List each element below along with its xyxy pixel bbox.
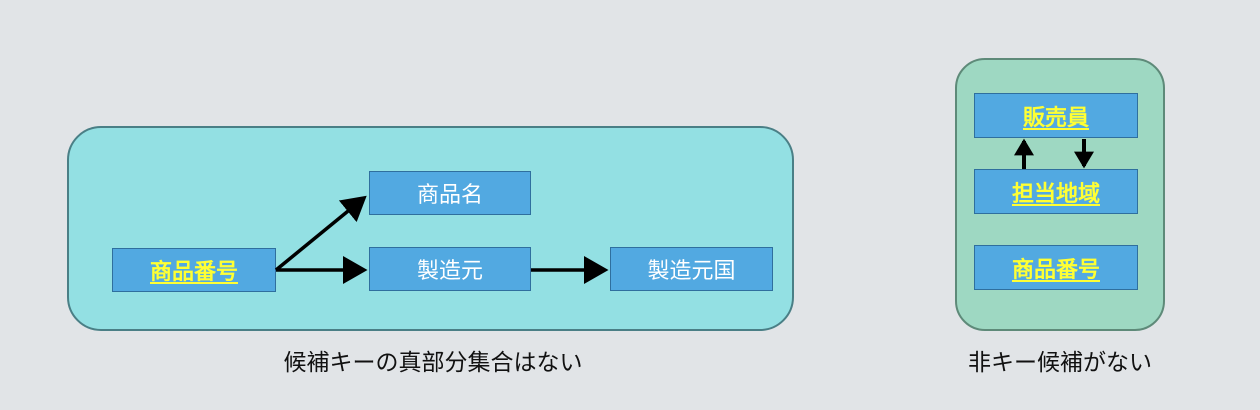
box-product-number-right: 商品番号 — [974, 245, 1138, 290]
caption-right: 非キー候補がない — [968, 350, 1152, 376]
box-seller: 販売員 — [974, 93, 1138, 138]
box-product-number: 商品番号 — [112, 248, 276, 292]
box-manufacturer-country: 製造元国 — [610, 247, 773, 291]
caption-left: 候補キーの真部分集合はない — [283, 350, 583, 376]
box-manufacturer: 製造元 — [369, 247, 531, 291]
box-region: 担当地域 — [974, 169, 1138, 214]
box-product-name: 商品名 — [369, 171, 531, 215]
left-group-panel — [67, 126, 794, 331]
arrow-key-to-name — [274, 195, 367, 272]
